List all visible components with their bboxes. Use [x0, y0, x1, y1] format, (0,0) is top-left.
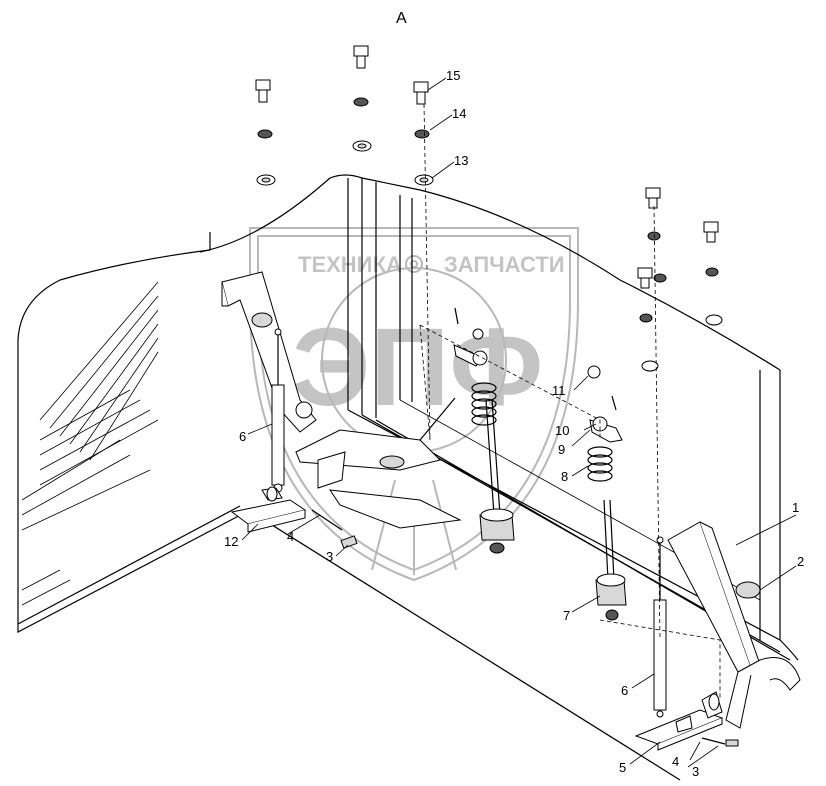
bolt	[255, 79, 271, 103]
central-lever-arm	[295, 397, 462, 529]
left-bracket	[221, 271, 317, 433]
bolt	[645, 187, 661, 209]
gas-strut-left	[271, 328, 285, 493]
watermark-right-word: ЗАПЧАСТИ	[444, 252, 565, 277]
fasteners-top	[255, 45, 434, 441]
view-label: А	[396, 10, 407, 27]
callout-6: 6	[621, 683, 628, 698]
callout-12: 12	[224, 534, 238, 549]
callout-13: 13	[454, 153, 468, 168]
bolt	[413, 81, 429, 105]
mount-plate-right	[634, 691, 739, 751]
callout-14: 14	[452, 106, 466, 121]
callout-4: 4	[672, 754, 679, 769]
left-wall-panel	[17, 232, 251, 633]
callout-3: 3	[326, 549, 333, 564]
callout-1: 1	[792, 500, 799, 515]
callout-6: 6	[239, 429, 246, 444]
callout-10: 10	[555, 423, 569, 438]
bolt	[637, 267, 653, 289]
mount-plate-left	[230, 486, 358, 549]
bolt	[703, 221, 719, 243]
callout-4: 4	[287, 529, 294, 544]
right-spring-assembly	[587, 365, 623, 482]
right-bracket	[667, 521, 801, 729]
callout-8: 8	[561, 469, 568, 484]
bolt	[353, 45, 369, 69]
gear-icon	[405, 255, 423, 273]
callout-15: 15	[446, 68, 460, 83]
callout-5: 5	[619, 760, 626, 775]
callout-7: 7	[563, 608, 570, 623]
callout-11: 11	[552, 383, 566, 398]
callouts: 1 2 3 3 4 4 5 6 6 7 8 9 10 11 12 13 14 1…	[224, 68, 804, 779]
fasteners-right	[419, 187, 723, 700]
callout-9: 9	[558, 442, 565, 457]
callout-3: 3	[692, 764, 699, 779]
shock-absorber-center	[479, 399, 515, 554]
callout-2: 2	[797, 554, 804, 569]
shock-absorber-right	[595, 499, 627, 621]
